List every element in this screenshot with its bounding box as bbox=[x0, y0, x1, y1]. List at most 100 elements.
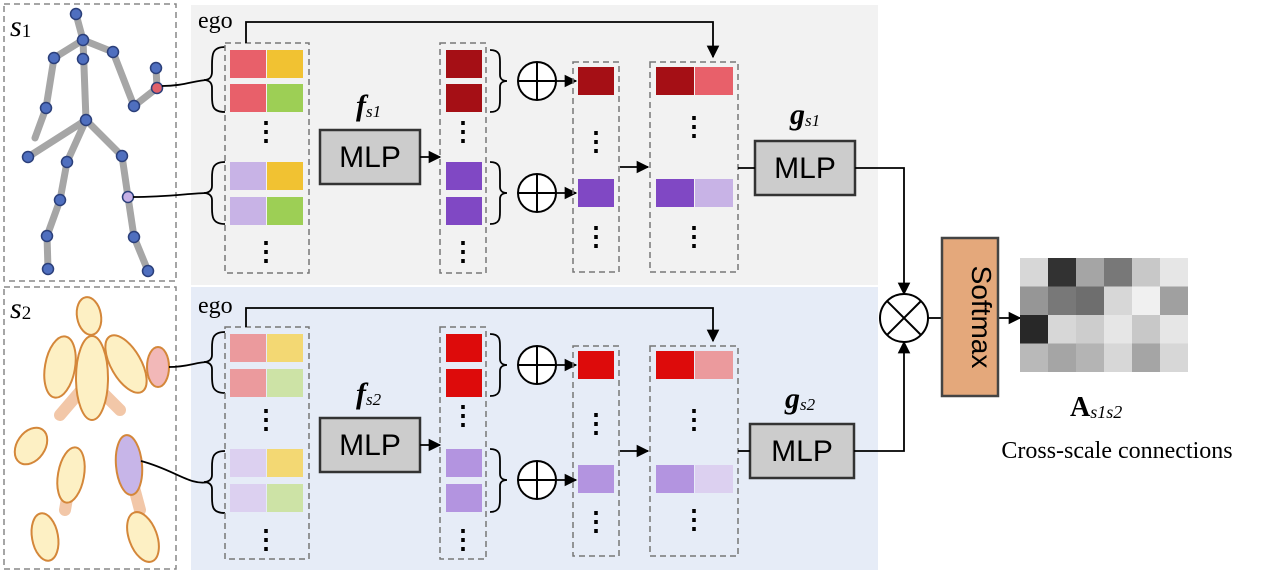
heatmap-cell bbox=[1076, 343, 1104, 372]
scale1-f-mlp-box bbox=[318, 128, 422, 186]
ellipsis: ⋮ bbox=[253, 237, 279, 266]
scale2-g-mlp-label: MLP bbox=[771, 435, 833, 468]
s2-feat-pink bbox=[230, 334, 266, 362]
scale1-ego-label: ego bbox=[198, 8, 233, 34]
s2-feat-lightlavender bbox=[230, 449, 266, 477]
scale1-input-column bbox=[224, 42, 310, 274]
s1-feat-green bbox=[267, 84, 303, 112]
s2-mid-lavender-2 bbox=[446, 484, 482, 512]
scale2-ego-skip bbox=[245, 307, 720, 343]
scale2-highlight-part-red bbox=[146, 346, 170, 388]
scale1-highlight-joint-purple bbox=[121, 190, 135, 204]
s1-mid-purple bbox=[446, 162, 482, 190]
heatmap-cell bbox=[1048, 286, 1076, 315]
s1-mid-darkred bbox=[446, 50, 482, 78]
scale2-input-column bbox=[224, 326, 310, 560]
ellipsis: ⋮ bbox=[583, 409, 609, 438]
s2-feat-pink-2 bbox=[230, 369, 266, 397]
adjacency-heatmap bbox=[1020, 258, 1188, 372]
part-torso bbox=[75, 335, 109, 421]
ellipsis: ⋮ bbox=[583, 507, 609, 536]
s2-cat-lavender bbox=[656, 465, 694, 493]
part-right-arm bbox=[104, 334, 148, 394]
scale1-f-mlp-label: MLP bbox=[339, 141, 401, 174]
heatmap-cell bbox=[1160, 343, 1188, 372]
heatmap-cell bbox=[1160, 286, 1188, 315]
ellipsis: ⋮ bbox=[253, 117, 279, 146]
scale2-label: s2 bbox=[10, 292, 31, 325]
softmax-label: Softmax bbox=[966, 266, 997, 369]
s1-feat-yellow-2 bbox=[267, 162, 303, 190]
s1-feat-red bbox=[230, 50, 266, 78]
scale1-g-mlp-label: MLP bbox=[774, 152, 836, 185]
scale1-g-mlp-box bbox=[753, 139, 857, 197]
joint-connectors bbox=[132, 46, 226, 514]
heatmap-cell bbox=[1076, 258, 1104, 287]
s1-agg-purple bbox=[578, 179, 614, 207]
s2-cat-red bbox=[656, 351, 694, 379]
ellipsis: ⋮ bbox=[450, 237, 476, 266]
plus-signs bbox=[518, 62, 556, 499]
scale1-ego-skip bbox=[245, 21, 720, 59]
heatmap-cell bbox=[1104, 315, 1132, 344]
scale1-f-label: fs1 bbox=[356, 89, 381, 122]
s2-mid-red-2 bbox=[446, 369, 482, 397]
scale2-highlight-part-purple bbox=[114, 434, 144, 496]
scale2-g-mlp-box bbox=[748, 422, 856, 480]
part-right-shin bbox=[126, 511, 160, 563]
heatmap-cell bbox=[1104, 343, 1132, 372]
s2-cat-lightlavender bbox=[695, 465, 733, 493]
s1-mid-purple-2 bbox=[446, 197, 482, 225]
heatmap-cell bbox=[1048, 343, 1076, 372]
heatmap-cell bbox=[1076, 315, 1104, 344]
scale2-mid-column bbox=[439, 326, 487, 560]
s2-feat-lightyellow-2 bbox=[267, 449, 303, 477]
scale1-skeleton-box bbox=[3, 3, 177, 282]
s2-mid-lavender bbox=[446, 449, 482, 477]
ellipsis: ⋮ bbox=[681, 405, 707, 434]
ellipsis: ⋮ bbox=[583, 127, 609, 156]
s2-feat-lightlavender-2 bbox=[230, 484, 266, 512]
heatmap-cell bbox=[1104, 286, 1132, 315]
s1-mid-darkred-2 bbox=[446, 84, 482, 112]
ellipsis: ⋮ bbox=[681, 505, 707, 534]
scale1-joints bbox=[21, 7, 163, 278]
scale2-f-mlp-label: MLP bbox=[339, 429, 401, 462]
scale2-parts bbox=[13, 296, 160, 563]
heatmap-cell bbox=[1076, 286, 1104, 315]
s2-agg-lavender bbox=[578, 465, 614, 493]
s2-feat-lightyellow bbox=[267, 334, 303, 362]
scale1-g-label: gs1 bbox=[789, 98, 820, 131]
scale1-label: s1 bbox=[10, 10, 31, 43]
scale2-skeleton-box bbox=[3, 286, 177, 570]
heatmap-cell bbox=[1048, 315, 1076, 344]
ellipsis: ⋮ bbox=[450, 401, 476, 430]
heatmap-cell bbox=[1020, 315, 1048, 344]
s1-feat-lavender bbox=[230, 162, 266, 190]
heatmap-cell bbox=[1132, 343, 1160, 372]
ellipsis: ⋮ bbox=[681, 112, 707, 141]
scale1-highlight-joint-red bbox=[150, 81, 164, 95]
s2-cat-pink bbox=[695, 351, 733, 379]
s1-cat-purple bbox=[656, 179, 694, 207]
heatmap-cell bbox=[1020, 286, 1048, 315]
ellipsis: ⋮ bbox=[253, 405, 279, 434]
scale1-agg-column bbox=[572, 61, 620, 273]
heatmap-cell bbox=[1048, 258, 1076, 287]
s1-feat-red-2 bbox=[230, 84, 266, 112]
s2-mid-red bbox=[446, 334, 482, 362]
s1-feat-green-2 bbox=[267, 197, 303, 225]
scale2-f-label: fs2 bbox=[356, 377, 382, 410]
part-head bbox=[75, 296, 103, 336]
s1-cat-darkred bbox=[656, 67, 694, 95]
scale1-concat-column bbox=[649, 61, 739, 273]
heatmap-cell bbox=[1160, 258, 1188, 287]
scale2-agg-column bbox=[572, 345, 620, 557]
multiply-operator bbox=[879, 293, 929, 343]
scale1-mid-column bbox=[439, 42, 487, 274]
mid-braces bbox=[489, 49, 508, 513]
heatmap-cell bbox=[1160, 315, 1188, 344]
s2-agg-red bbox=[578, 351, 614, 379]
output-caption: Cross-scale connections bbox=[1001, 438, 1232, 464]
